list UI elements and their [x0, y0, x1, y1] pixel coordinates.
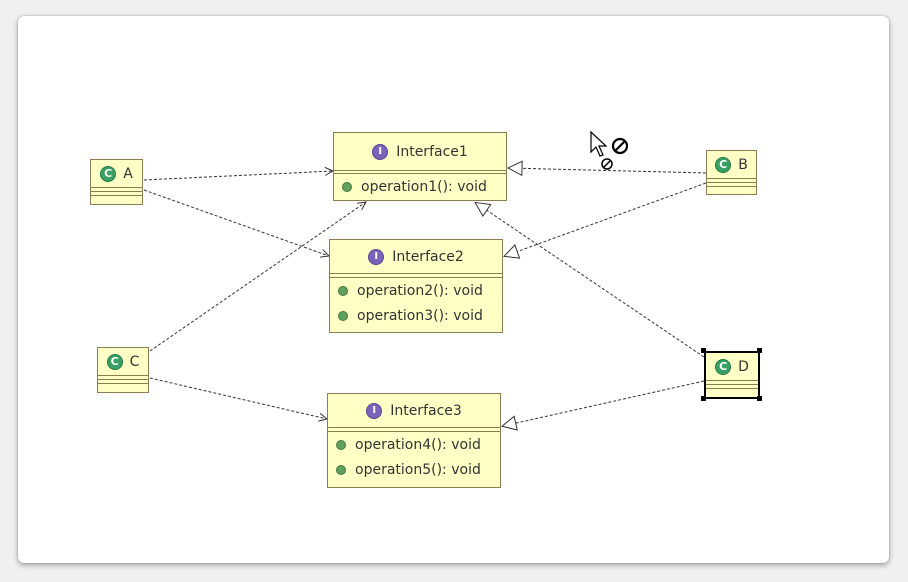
class-icon: C [715, 358, 732, 375]
public-method-icon [338, 310, 348, 321]
public-method-icon [338, 285, 348, 296]
class-c[interactable]: C C [97, 347, 149, 393]
operation-row[interactable]: operation4(): void [328, 432, 500, 457]
class-icon: C [715, 156, 732, 173]
class-a-name: A [123, 165, 133, 182]
interface-icon: I [368, 248, 385, 265]
operation-row[interactable]: operation3(): void [330, 303, 502, 328]
class-a[interactable]: C A [90, 159, 143, 205]
class-b-name: B [738, 156, 748, 173]
interface-icon: I [372, 143, 389, 160]
class-c-name: C [129, 353, 140, 370]
selection-handle[interactable] [757, 348, 762, 353]
class-d[interactable]: C D [704, 351, 760, 399]
interface-3-name: Interface3 [390, 402, 462, 419]
interface-2-name: Interface2 [392, 248, 464, 265]
operation-row[interactable]: operation1(): void [334, 174, 506, 199]
class-icon: C [100, 165, 117, 182]
public-method-icon [342, 181, 352, 192]
class-icon: C [106, 353, 123, 370]
interface-3[interactable]: I Interface3 operation4(): void operatio… [327, 393, 501, 488]
public-method-icon [336, 439, 346, 450]
interface-1[interactable]: I Interface1 operation1(): void [333, 132, 507, 201]
selection-handle[interactable] [701, 348, 706, 353]
class-d-name: D [738, 358, 749, 375]
operation-row[interactable]: operation2(): void [330, 278, 502, 303]
selection-handle[interactable] [757, 396, 762, 401]
class-b[interactable]: C B [706, 150, 757, 195]
arrow-cursor-with-no-drop-icon [590, 130, 629, 170]
operation-row[interactable]: operation5(): void [328, 457, 500, 482]
interface-icon: I [366, 402, 383, 419]
public-method-icon [336, 464, 346, 475]
interface-1-name: Interface1 [396, 143, 468, 160]
interface-2[interactable]: I Interface2 operation2(): void operatio… [329, 239, 503, 333]
selection-handle[interactable] [701, 396, 706, 401]
